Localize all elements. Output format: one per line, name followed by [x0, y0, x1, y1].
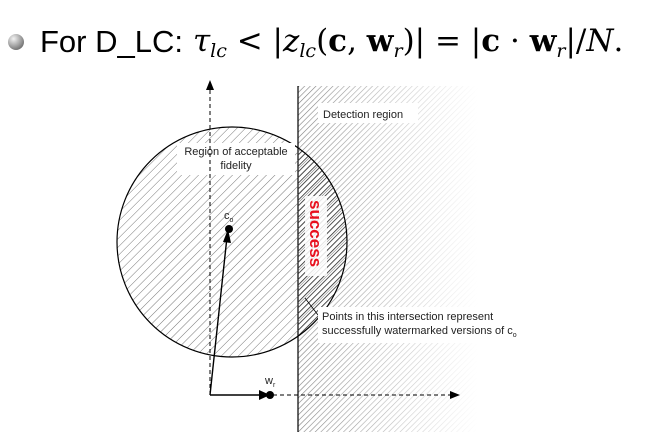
detection-region: [297, 86, 478, 432]
fidelity-label-line2: fidelity: [220, 160, 252, 172]
success-label-bg: [305, 196, 327, 276]
intersection-label-line2: successfully watermarked versions of co: [322, 325, 517, 339]
wr-point: [266, 391, 274, 399]
fidelity-label-bg: [177, 143, 295, 175]
detection-region-label: Detection region: [323, 109, 403, 121]
axes: [206, 80, 460, 399]
sphere-bullet-icon: [8, 34, 24, 50]
detection-formula: τlc < |zlc(c, wr)| = |c · wr|/N.: [192, 22, 624, 62]
fidelity-label-line1: Region of acceptable: [184, 146, 287, 158]
wr-vector: [210, 390, 270, 400]
co-vector: [209, 229, 231, 396]
success-label: success: [306, 200, 325, 267]
detector-name: For D_LC:: [40, 24, 183, 59]
wr-label: wr: [264, 375, 276, 389]
bullet-line: For D_LC: τlc < |zlc(c, wr)| = |c · wr|/…: [8, 20, 623, 64]
detection-label-bg: [318, 103, 418, 123]
intersection-pointer: [304, 297, 319, 316]
co-point: [225, 225, 233, 233]
intersection-label-bg: [318, 307, 540, 343]
intersection-label-line1: Points in this intersection represent: [322, 311, 493, 323]
co-label: co: [224, 210, 234, 224]
